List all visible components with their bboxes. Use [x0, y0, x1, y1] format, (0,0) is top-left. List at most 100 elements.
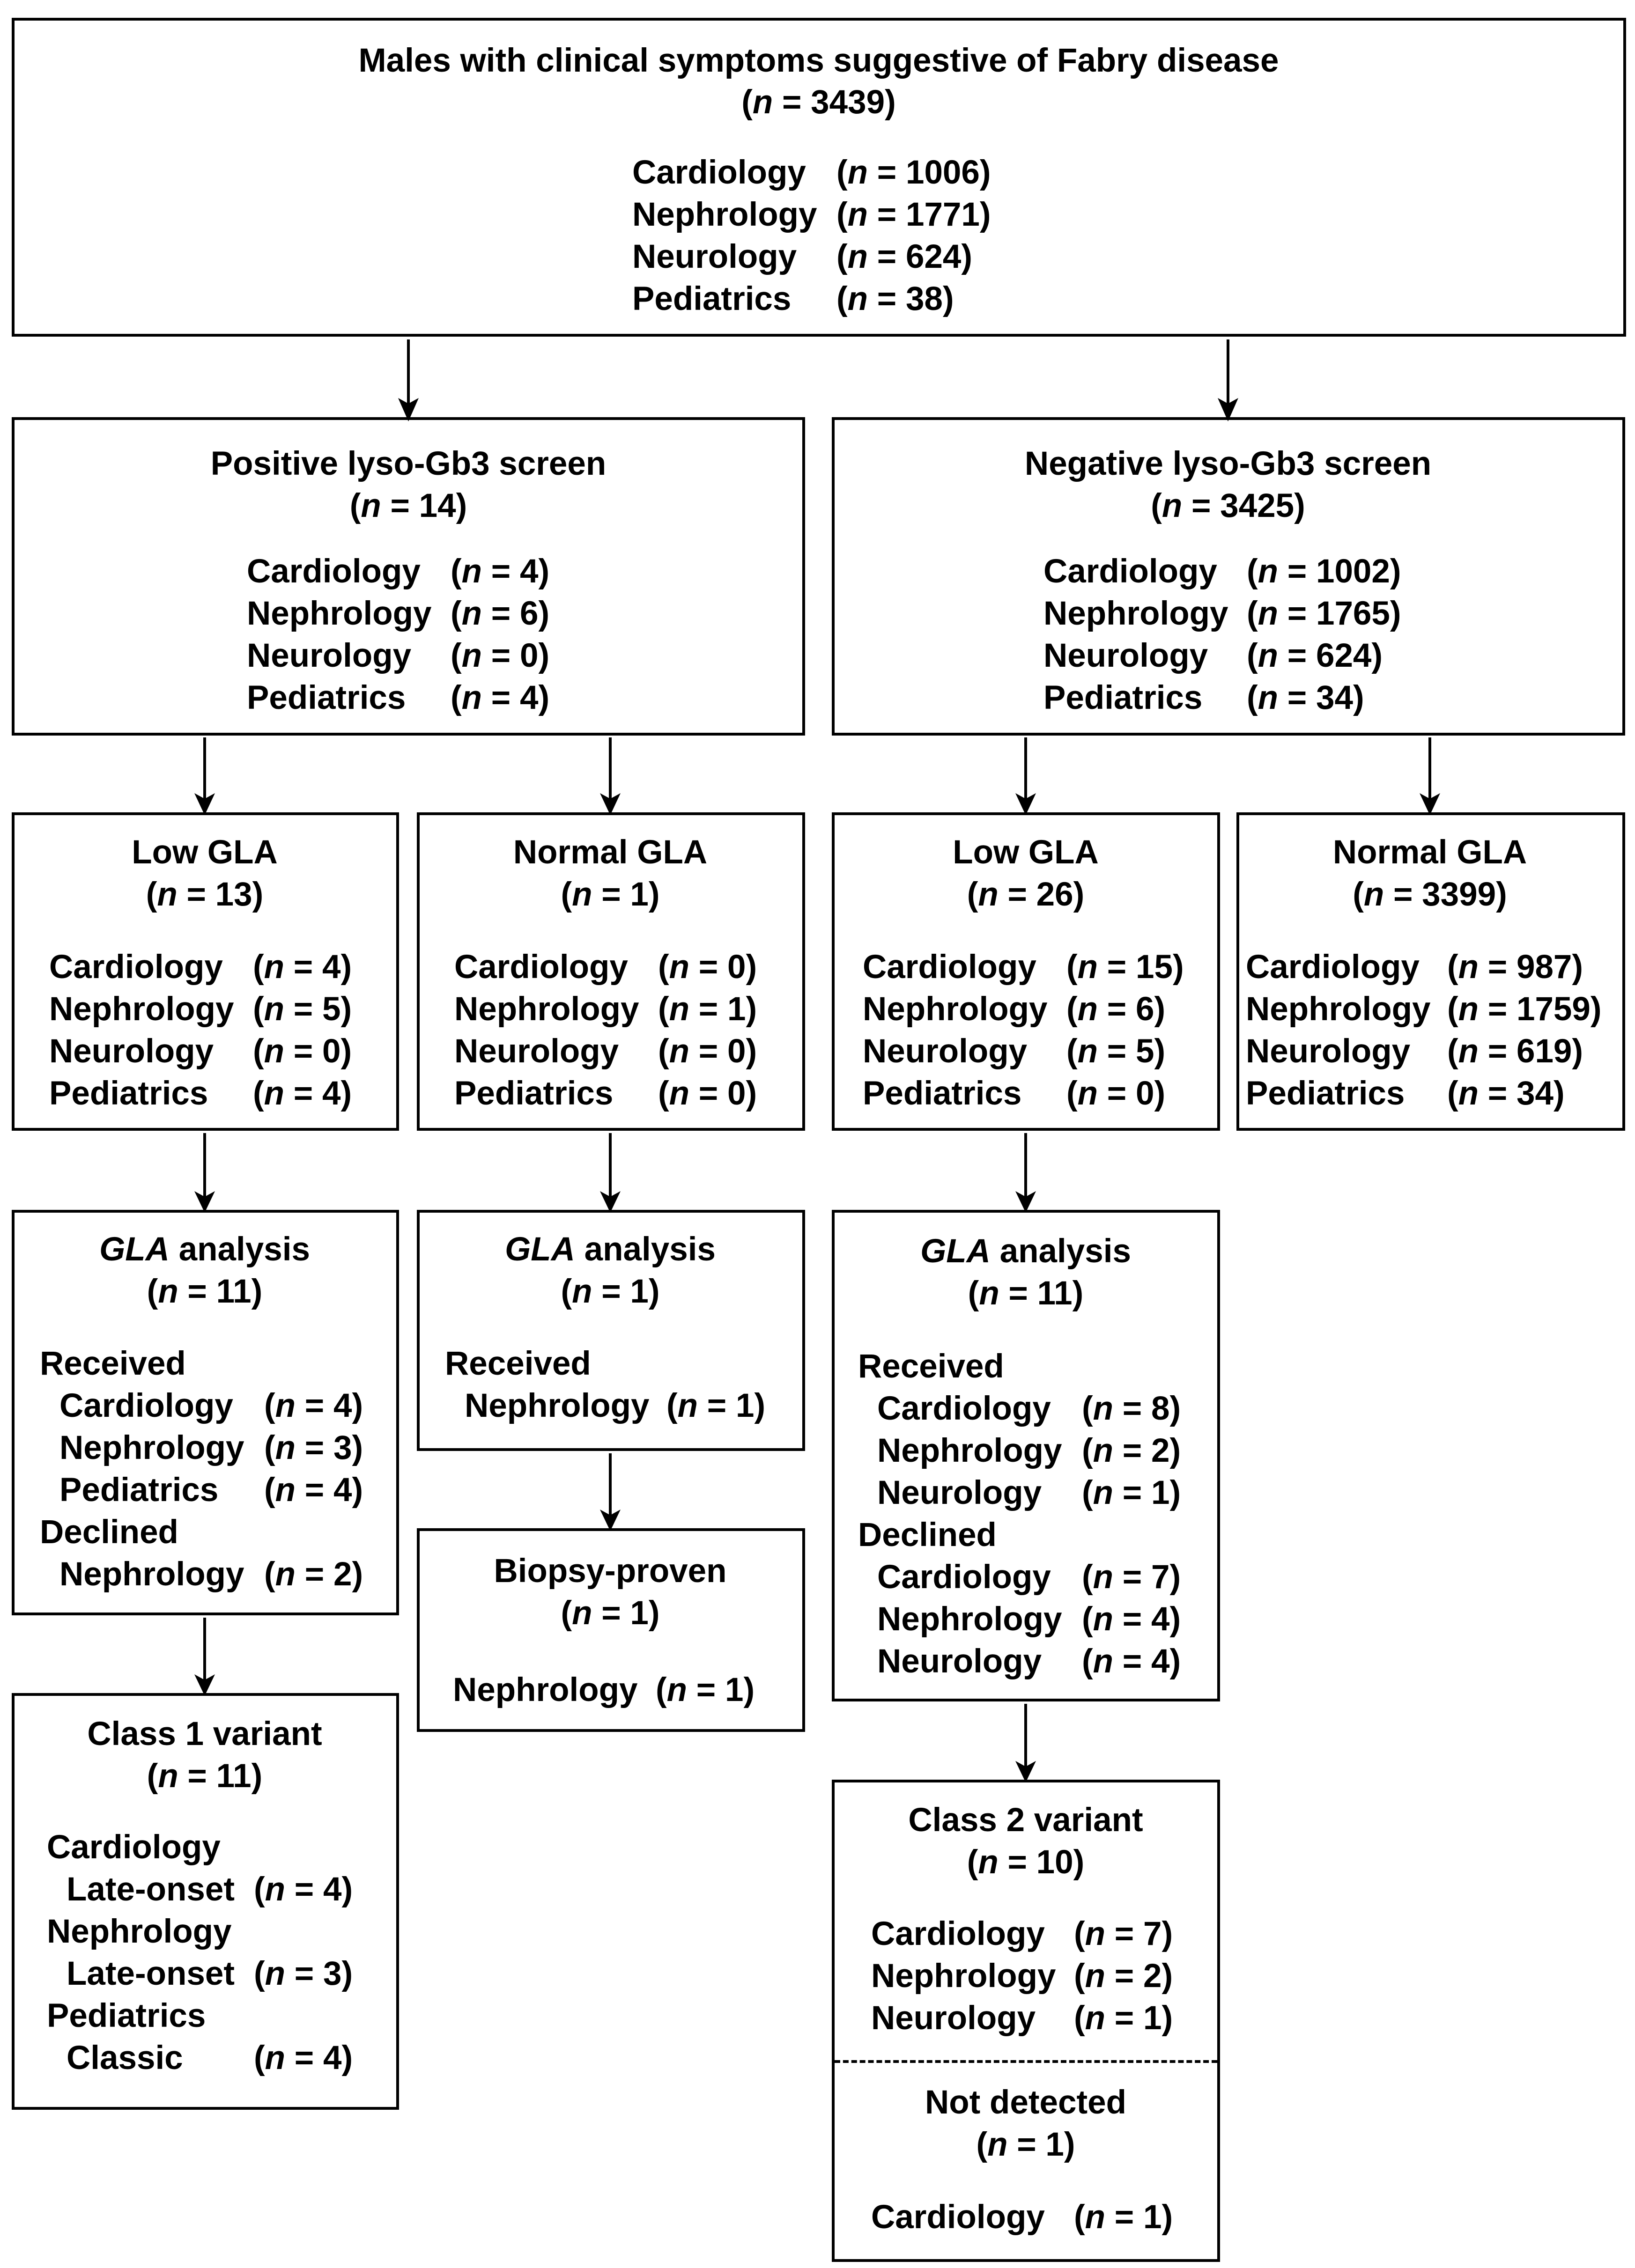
poslow-row-label: Neurology	[49, 1033, 214, 1070]
class1-dept: Pediatrics	[47, 1997, 206, 2034]
gla1-received-n: (n = 4)	[264, 1387, 363, 1424]
gla3-declined-label: Cardiology	[877, 1559, 1051, 1596]
biopsy-row-n: (n = 1)	[656, 1672, 755, 1708]
top-row-label: Cardiology	[632, 154, 806, 191]
box-positive-low-gla	[12, 812, 399, 1131]
gla1-declined-n: (n = 2)	[264, 1556, 363, 1593]
positive-row-label: Pediatrics	[247, 679, 406, 716]
class2-row-n: (n = 7)	[1074, 1915, 1173, 1952]
gla3-received-n: (n = 8)	[1082, 1390, 1181, 1427]
class1-n: (n = 11)	[147, 1758, 263, 1795]
class2-row-n: (n = 2)	[1074, 1958, 1173, 1995]
class1-type-n: (n = 4)	[254, 1871, 353, 1908]
negative-row-n: (n = 34)	[1247, 679, 1364, 716]
negative-row-n: (n = 1002)	[1247, 553, 1401, 590]
class2-title: Class 2 variant	[908, 1802, 1143, 1839]
gla3-declined-n: (n = 4)	[1082, 1601, 1181, 1638]
gla3-received-label: Nephrology	[877, 1432, 1062, 1469]
box-positive-screen	[12, 417, 805, 736]
neglow-row-label: Neurology	[863, 1033, 1028, 1070]
top-title: Males with clinical symptoms suggestive …	[358, 42, 1279, 79]
posnormal-row-label: Neurology	[454, 1033, 619, 1070]
top-row-n: (n = 1006)	[836, 154, 991, 191]
box-total-males	[12, 18, 1626, 337]
class1-type-n: (n = 4)	[254, 2040, 353, 2077]
positive-n: (n = 14)	[349, 487, 467, 524]
posnormal-row-n: (n = 0)	[658, 1033, 757, 1070]
negative-row-label: Neurology	[1043, 637, 1208, 674]
posnormal-row-n: (n = 0)	[658, 1075, 757, 1112]
class1-type: Late-onset	[67, 1871, 235, 1908]
gla1-n: (n = 11)	[147, 1273, 263, 1310]
gla1-received-label: Pediatrics	[59, 1472, 219, 1509]
positive-row-n: (n = 4)	[451, 553, 550, 590]
posnormal-row-n: (n = 1)	[658, 991, 757, 1028]
box-class2-variant	[832, 1780, 1220, 2262]
class2-row-label: Neurology	[871, 2000, 1036, 2037]
gla1-declined-label: Nephrology	[59, 1556, 244, 1593]
box-gla-analysis-1	[12, 1210, 399, 1615]
box-negative-screen	[832, 417, 1625, 736]
top-row-label: Neurology	[632, 238, 797, 275]
negative-title: Negative lyso-Gb3 screen	[1024, 445, 1432, 482]
poslow-row-n: (n = 4)	[253, 1075, 352, 1112]
biopsy-title: Biopsy-proven	[494, 1553, 727, 1590]
gla1-received: Received	[40, 1345, 186, 1382]
gla3-received: Received	[858, 1348, 1004, 1385]
positive-row-n: (n = 0)	[451, 637, 550, 674]
negative-n: (n = 3425)	[1151, 487, 1305, 524]
negnormal-row-n: (n = 987)	[1447, 949, 1583, 986]
negnormal-row-label: Pediatrics	[1246, 1075, 1405, 1112]
negnormal-n: (n = 3399)	[1353, 876, 1507, 913]
negative-row-n: (n = 624)	[1247, 637, 1383, 674]
poslow-row-label: Cardiology	[49, 949, 223, 986]
poslow-row-label: Nephrology	[49, 991, 234, 1028]
negnormal-row-n: (n = 1759)	[1447, 991, 1602, 1028]
class2-row-label: Nephrology	[871, 1958, 1056, 1995]
positive-row-label: Cardiology	[247, 553, 421, 590]
not-detected-row-n: (n = 1)	[1074, 2199, 1173, 2236]
gla3-received-n: (n = 2)	[1082, 1432, 1181, 1469]
top-row-n: (n = 38)	[836, 280, 954, 317]
poslow-title: Low GLA	[132, 834, 278, 871]
box-biopsy-proven	[417, 1528, 805, 1732]
class2-row-n: (n = 1)	[1074, 2000, 1173, 2037]
negative-row-label: Pediatrics	[1043, 679, 1203, 716]
neglow-row-n: (n = 6)	[1066, 991, 1166, 1028]
gla3-title: GLA analysis	[920, 1233, 1131, 1270]
class1-dept: Cardiology	[47, 1829, 221, 1866]
positive-row-n: (n = 6)	[451, 595, 550, 632]
divider-dashed	[835, 2060, 1217, 2063]
poslow-row-n: (n = 0)	[253, 1033, 352, 1070]
box-gla-analysis-2	[417, 1210, 805, 1451]
positive-row-n: (n = 4)	[451, 679, 550, 716]
gla3-n: (n = 11)	[968, 1275, 1084, 1312]
top-row-n: (n = 624)	[836, 238, 973, 275]
box-positive-normal-gla	[417, 812, 805, 1131]
box-gla-analysis-3	[832, 1210, 1220, 1701]
neglow-row-n: (n = 15)	[1066, 949, 1184, 986]
gla3-declined-label: Nephrology	[877, 1601, 1062, 1638]
negnormal-row-label: Cardiology	[1246, 949, 1420, 986]
gla2-n: (n = 1)	[561, 1273, 660, 1310]
poslow-row-n: (n = 4)	[253, 949, 352, 986]
neglow-row-n: (n = 5)	[1066, 1033, 1166, 1070]
negative-row-n: (n = 1765)	[1247, 595, 1401, 632]
gla1-received-n: (n = 3)	[264, 1429, 363, 1466]
neglow-row-n: (n = 0)	[1066, 1075, 1166, 1112]
class1-type: Late-onset	[67, 1955, 235, 1992]
not-detected-n: (n = 1)	[976, 2126, 1075, 2163]
posnormal-row-label: Cardiology	[454, 949, 628, 986]
class2-row-label: Cardiology	[871, 1915, 1045, 1952]
top-n: (n = 3439)	[741, 84, 896, 121]
top-row-label: Pediatrics	[632, 280, 792, 317]
negative-row-label: Nephrology	[1043, 595, 1228, 632]
positive-row-label: Neurology	[247, 637, 412, 674]
posnormal-row-label: Pediatrics	[454, 1075, 614, 1112]
gla3-declined-label: Neurology	[877, 1643, 1042, 1680]
negnormal-title: Normal GLA	[1332, 834, 1527, 871]
gla1-title: GLA analysis	[99, 1231, 310, 1268]
poslow-n: (n = 13)	[146, 876, 264, 913]
gla3-received-n: (n = 1)	[1082, 1474, 1181, 1511]
